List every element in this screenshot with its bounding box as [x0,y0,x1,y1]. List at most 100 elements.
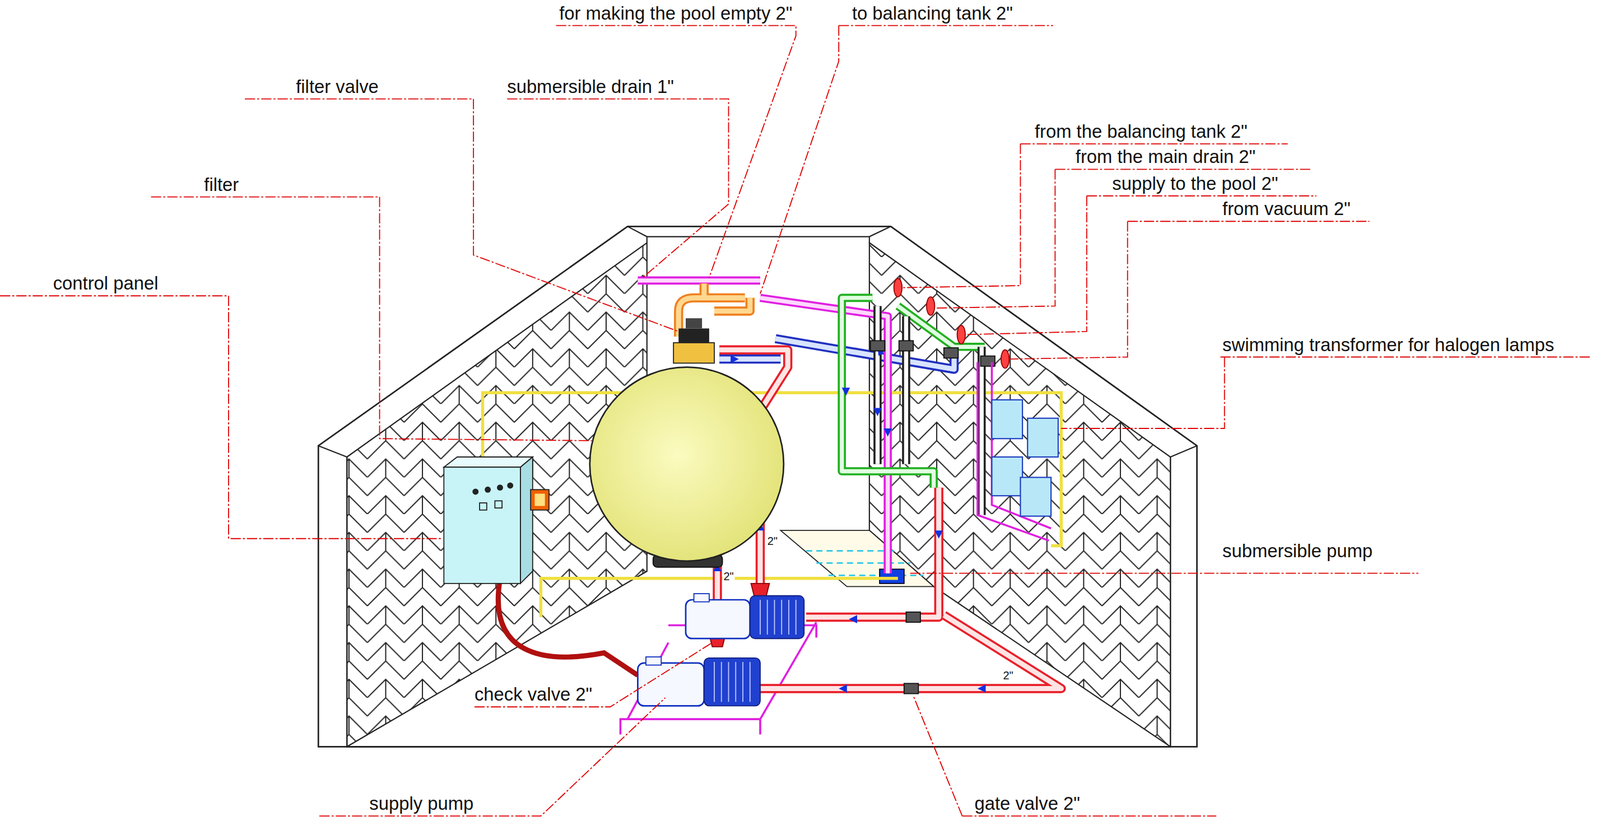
gate-valve [870,340,995,694]
wall-fitting-part [926,296,936,316]
pipe-outline-part-part [873,305,882,464]
pipe-outline-part [877,305,982,515]
pipe-outline-part-part [775,338,955,370]
pipe-outline-part-part [979,346,984,516]
supply-pump-unit-part [645,657,662,666]
part-label: from the main drain 2" [1075,146,1256,169]
part-label: from vacuum 2" [1222,198,1351,221]
leader-line-part [319,698,665,817]
control-panel-box-part [496,484,504,491]
room-walls [318,226,1197,747]
supply-pump-unit-part [694,593,710,603]
control-panel-box-part [534,494,545,507]
leader-line-part [1061,357,1590,430]
sand-filter-part [589,367,784,562]
supply-pump-unit-part [685,600,751,639]
transformer-unit-part [991,457,1023,496]
leader-line-part [0,295,443,539]
control-panel-box-part [472,488,479,495]
flow-arrow-part [838,684,848,693]
room-walls-part [318,226,1197,747]
transformer-unit [977,362,1059,542]
room-walls-part [318,226,1197,747]
pipe-size-label: 2" [1002,669,1015,682]
supply-pump-unit-part [760,600,797,635]
pipe-outline-part-part [775,338,955,370]
control-panel-box-part [520,457,533,584]
control-panel-box [443,457,550,584]
transformer-unit-part [1027,418,1059,458]
sand-filter-part [678,328,710,344]
part-label: filter [203,174,239,196]
wall-fitting-part [957,325,966,344]
transformer-unit-part [1020,477,1051,516]
room-walls-part [346,746,1171,748]
supply-pump-unit-part [637,663,704,707]
part-label: gate valve 2" [974,793,1080,816]
sand-filter-part [673,342,715,364]
part-label: control panel [53,273,159,295]
part-label: submersible pump [1222,540,1373,562]
leader-line-part [760,25,1054,295]
pipe-outline-part-part [904,316,909,465]
leader-line-part [936,169,1311,309]
pipe-outline-part [842,298,985,488]
pipe-outline-part-part [842,298,934,488]
control-panel-box-part [494,500,502,509]
part-label: filter valve [295,76,379,99]
leader-line-part [910,573,1419,575]
flow-arrow-part [883,428,892,437]
part-label: check valve 2" [474,684,593,706]
leader-line-part [151,197,593,441]
leader-line-part [556,25,797,278]
control-panel-box-part [479,503,487,511]
pipe-size-label: 2" [722,570,736,583]
pipe-outline-part-part [806,487,939,618]
pipe-size-label: 2" [766,534,779,547]
pipe-outline-part-part [719,356,781,362]
gate-valve-part [870,340,886,351]
gate-valve-part [899,340,914,351]
transformer-unit-part [991,400,1023,439]
sand-filter-part [685,318,702,329]
flow-arrow-part [934,530,943,539]
flow-arrow-part [873,408,882,417]
control-panel-box-part [484,486,491,493]
gate-valve-part [905,612,921,623]
pipe-outline-part-part [760,615,1062,689]
pipe-outline-part-part [806,487,939,618]
leader-line-part [244,99,679,332]
leader-line [0,25,1590,817]
pipe-outline-part-part [760,615,1062,689]
supply-pump-unit-part [750,596,805,640]
control-panel-box-part [443,457,533,468]
pipe-outline-part-part [719,354,781,364]
pipe-outline-part-part [637,276,761,286]
flow-arrow-part [977,684,986,693]
electric-wiring-part [498,579,638,676]
part-label: submersible drain 1" [507,76,674,99]
part-label: supply to the pool 2" [1112,173,1278,195]
pipe-outline-part [877,305,982,515]
supply-pump-unit-part [714,662,751,702]
supply-pump-unit [637,593,804,706]
part-label: swimming transformer for halogen lamps [1222,334,1555,356]
part-label: from the balancing tank 2" [1034,121,1248,143]
pipe-outline-part [719,338,955,370]
sand-filter [589,318,784,567]
pipe-outline-part-part [637,278,761,283]
sump-pit-part [806,551,924,576]
pipe-outline-part [719,338,955,370]
control-panel-box-part [530,489,550,510]
part-label: to balancing tank 2" [852,2,1013,25]
pipe-outline-part-part [875,305,880,464]
leader-line-part [913,695,1217,817]
control-panel-box-part [443,467,521,584]
supply-pump-unit-part [704,658,761,707]
gate-valve-part [904,683,919,694]
part-label: supply pump [369,793,474,816]
control-panel-box-part [507,482,514,490]
pipe-outline-part-part [977,346,986,516]
